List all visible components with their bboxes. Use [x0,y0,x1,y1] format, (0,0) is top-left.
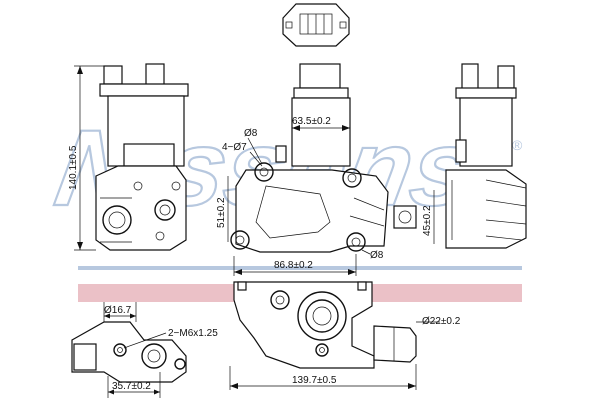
dim-total-height: 140.1±0.5 [68,145,79,190]
dim-total-length: 139.7±0.5 [292,375,337,386]
dim-thread: 2−M6x1.25 [168,328,218,339]
dim-pipe-dia: Ø16.7 [104,305,132,316]
dim-holes-4x: 4−Ø7 [222,142,247,153]
dim-hole-top: Ø8 [244,128,258,139]
dim-flange-35: 35.7±0.2 [112,381,151,392]
dim-height-45: 45±0.2 [422,205,433,236]
registered-mark: ® [512,137,523,153]
connector-detail [282,3,350,47]
bottom-view: Ø22±0.2 139.7±0.5 [229,281,461,390]
dim-height-51: 51±0.2 [216,197,227,228]
flange-detail-view: Ø16.7 2−M6x1.25 35.7±0.2 [71,302,218,398]
dim-outlet-dia: Ø22±0.2 [422,316,461,327]
left-side-view: 140.1±0.5 [68,63,189,251]
dim-hole-bottom: Ø8 [370,250,384,261]
dim-flange-width: 86.8±0.2 [274,260,313,271]
front-view: 63.5±0.2 Ø8 4−Ø7 51±0.2 45±0.2 Ø8 86.8±0… [216,63,435,276]
right-side-view [445,63,527,249]
dim-body-width: 63.5±0.2 [292,116,331,127]
